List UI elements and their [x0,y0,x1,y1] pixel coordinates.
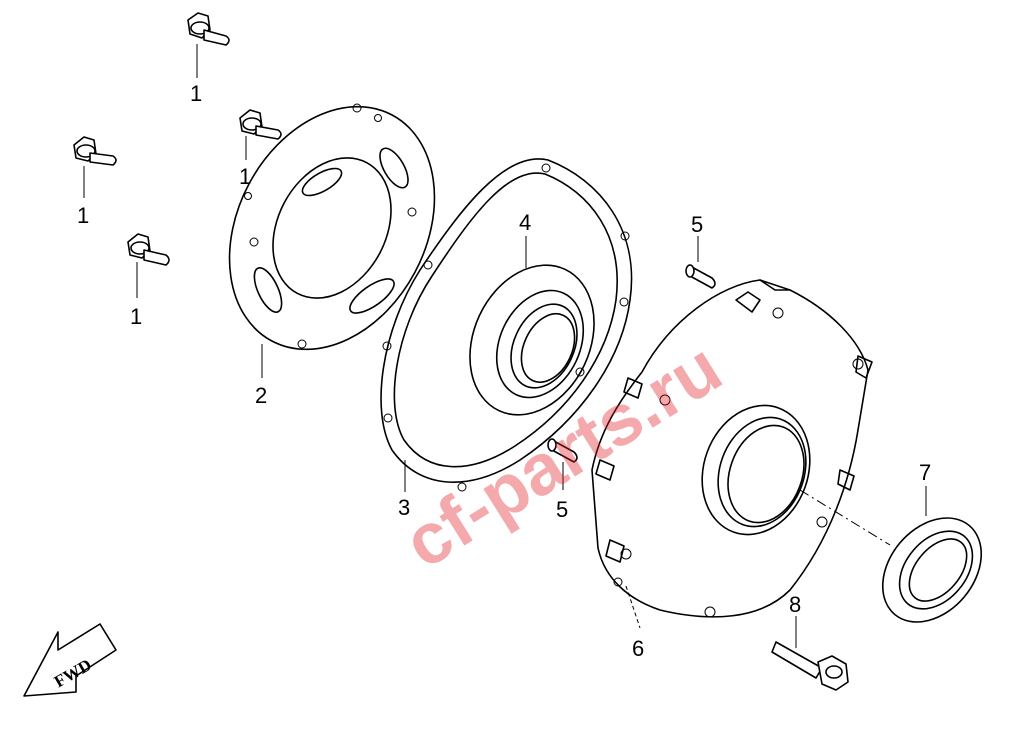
callout-bolt-plate: 1 [239,164,251,189]
retaining-plate-part [228,103,436,378]
bearing-part [469,236,595,416]
callout-bearing: 4 [519,210,531,235]
bolt-plate-part [239,109,282,160]
gasket-part [380,158,633,492]
forward-arrow-icon: FWD [23,623,117,697]
callout-oil-seal: 7 [919,460,931,485]
dowel-lower-part [547,438,578,490]
cover-bolt-part [771,616,849,691]
oil-seal-part [881,486,983,623]
callout-bolt-left: 1 [77,203,89,228]
cover-housing-part [591,279,891,629]
callout-dowel-upper: 5 [691,212,703,237]
callout-cover-bolt: 8 [789,592,801,617]
callout-gasket: 3 [398,495,410,520]
bolt-top-part [187,12,230,78]
callout-dowel-lower: 5 [556,497,568,522]
callout-bolt-lower: 1 [130,304,142,329]
bolt-left-part [73,136,117,198]
callout-cover: 6 [632,636,644,661]
callout-bolt-top: 1 [190,81,202,106]
callout-plate: 2 [255,383,267,408]
dowel-upper-part [685,236,716,289]
bolt-lower-part [127,233,170,298]
